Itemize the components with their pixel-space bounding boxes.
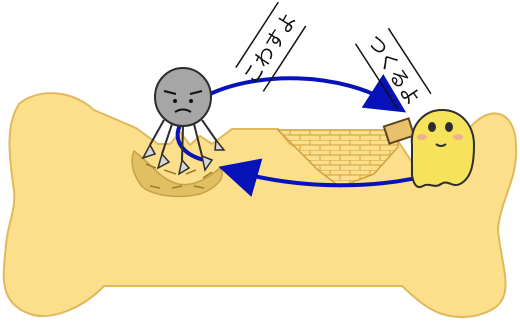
build-label-group: つくるよ bbox=[354, 27, 432, 110]
gray-drill-octopus-icon bbox=[141, 67, 226, 176]
yellow-ghost-builder-icon bbox=[382, 108, 476, 188]
rubble-area bbox=[131, 149, 223, 198]
destroy-to-build-arrow bbox=[207, 74, 407, 113]
